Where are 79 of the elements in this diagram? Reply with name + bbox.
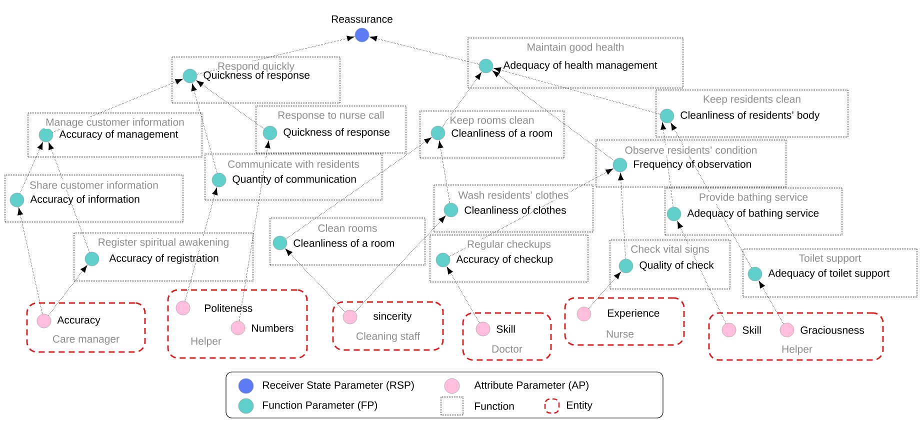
- arrow: [48, 265, 88, 316]
- arrow: [677, 221, 726, 324]
- arrow: [446, 266, 480, 324]
- parameter-circle: [212, 172, 226, 188]
- parameter-label: Accuracy of checkup: [456, 255, 553, 265]
- parameter-label: Cleanliness of clothes: [464, 206, 566, 214]
- arrow: [588, 272, 621, 309]
- legend-label: Function Parameter (FP): [263, 401, 378, 411]
- parameter-circle: [576, 306, 592, 322]
- parameter-circle: [612, 158, 628, 172]
- parameter-label: Quickness of response: [284, 128, 390, 138]
- parameter-circle: [10, 192, 24, 208]
- parameter-label: Quality of check: [640, 261, 714, 271]
- parameter-label: Skill: [742, 326, 761, 334]
- parameter-label: Cleanliness of residents’ body: [680, 111, 820, 121]
- parameter-label: Accuracy of management: [59, 130, 178, 140]
- arrow: [191, 84, 218, 174]
- arrow: [184, 188, 218, 302]
- legend-label: Entity: [567, 401, 592, 411]
- arrow: [286, 137, 432, 240]
- parameter-circle: [780, 322, 794, 338]
- parameter-label: Adequacy of bathing service: [687, 209, 819, 219]
- parameter-label: sincerity: [374, 312, 412, 322]
- parameter-circle: [748, 266, 762, 282]
- parameter-label: Politeness: [205, 304, 252, 312]
- arrow: [670, 122, 752, 268]
- arrow: [758, 280, 784, 324]
- arrow: [449, 168, 613, 257]
- arrow: [48, 142, 90, 252]
- parameter-circle: [618, 258, 634, 274]
- parameter-label: Adequacy of toilet support: [768, 269, 890, 279]
- parameter-circle: [722, 322, 736, 338]
- arrow: [285, 248, 346, 312]
- parameter-circle: [262, 126, 278, 140]
- parameter-label: Accuracy of information: [30, 195, 140, 205]
- legend-label: Function: [475, 402, 514, 410]
- parameter-label: Numbers: [252, 324, 294, 332]
- arrow: [18, 208, 43, 314]
- legend-label: Attribute Parameter (AP): [474, 381, 588, 391]
- arrow: [354, 216, 446, 312]
- arrow: [494, 67, 660, 114]
- parameter-circle: [354, 28, 370, 42]
- arrow: [20, 142, 43, 194]
- parameter-circle: [38, 128, 54, 142]
- parameter-label: Graciousness: [800, 326, 864, 334]
- parameter-circle: [176, 300, 190, 316]
- parameter-circle: [272, 236, 288, 250]
- arrow: [660, 122, 674, 208]
- parameter-label: Frequency of observation: [634, 160, 751, 170]
- parameter-circle: [660, 108, 674, 124]
- arrow: [196, 80, 264, 130]
- legend-label: Receiver State Parameter (RSP): [263, 381, 414, 391]
- parameter-label: Accuracy of registration: [109, 254, 218, 264]
- parameter-circle: [476, 322, 490, 336]
- parameter-label: Quantity of communication: [232, 175, 356, 185]
- parameter-circle: [444, 202, 458, 218]
- parameter-label: Reassurance: [332, 15, 392, 23]
- parameter-label: Cleanliness of a room: [294, 239, 394, 247]
- arrow: [442, 72, 482, 128]
- parameter-label: Adequacy of health management: [503, 61, 658, 71]
- parameter-circle: [36, 314, 52, 328]
- arrow: [238, 140, 270, 322]
- parameter-circle: [84, 252, 100, 266]
- arrow: [618, 172, 626, 260]
- parameter-circle: [182, 68, 198, 84]
- parameter-label: Accuracy: [57, 316, 100, 326]
- parameter-circle: [478, 58, 494, 74]
- parameter-circle: [430, 126, 446, 140]
- parameter-circle: [342, 310, 358, 324]
- parameter-circle: [230, 320, 246, 336]
- parameter-circle: [666, 206, 682, 222]
- parameter-circle: [436, 252, 450, 268]
- arrow: [492, 70, 614, 161]
- parameter-label: Skill: [496, 325, 515, 333]
- arrow: [370, 36, 480, 64]
- parameter-label: Experience: [608, 309, 660, 319]
- parameter-label: Cleanliness of a room: [452, 129, 552, 137]
- arrow: [438, 140, 450, 204]
- parameter-label: Quickness of response: [204, 71, 310, 81]
